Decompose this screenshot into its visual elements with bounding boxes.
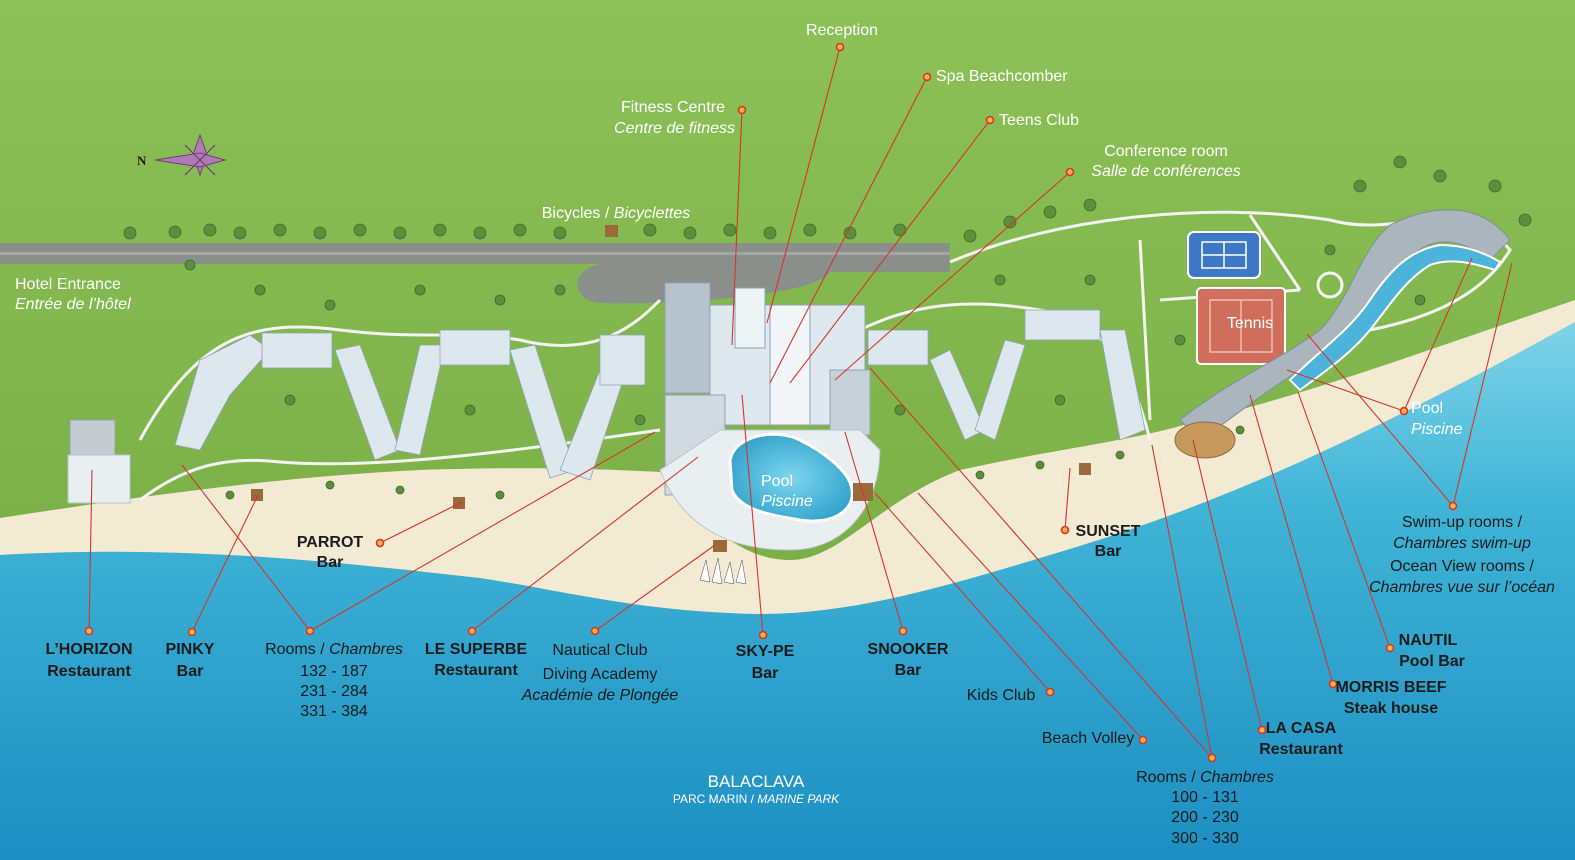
label-diving-fr: Académie de Plongée	[521, 687, 679, 704]
label-rooms2-en: Rooms /	[1136, 769, 1200, 786]
label-oceanview-fr: Chambres vue sur l’océan	[1369, 579, 1555, 596]
label-lacasa-type: Restaurant	[1259, 741, 1343, 758]
label-lacasa-name: LA CASA	[1266, 720, 1337, 737]
label-pool-fr: Piscine	[761, 493, 813, 510]
label-pool2-fr: Piscine	[1411, 421, 1463, 438]
tennis-court-blue-lines	[1201, 241, 1247, 269]
label-snooker-name: SNOOKER	[868, 641, 949, 658]
label-rooms2: Rooms / Chambres	[1136, 769, 1274, 786]
label-hotel-entrance-fr: Entrée de l’hôtel	[15, 296, 131, 313]
label-hotel-entrance-en: Hotel Entrance	[15, 276, 121, 293]
label-pool-en: Pool	[761, 473, 793, 490]
label-bicycles-fr: Bicyclettes	[614, 205, 690, 222]
label-nautical-club: Nautical Club	[552, 642, 647, 659]
label-lhorizon-name: L’HORIZON	[45, 641, 132, 658]
sea-label-title: BALACLAVA	[708, 772, 805, 791]
label-rooms1-r1: 132 - 187	[300, 663, 368, 680]
east-pool	[1288, 243, 1502, 392]
label-rooms1-r2: 231 - 284	[300, 683, 368, 700]
label-pool2-en: Pool	[1411, 400, 1443, 417]
label-rooms1-r3: 331 - 384	[300, 703, 368, 720]
label-kids-club: Kids Club	[967, 687, 1036, 704]
label-rooms2-r2: 200 - 230	[1171, 809, 1239, 826]
label-teens-club: Teens Club	[999, 112, 1079, 129]
label-nautil-type: Pool Bar	[1399, 653, 1465, 670]
label-skype-type: Bar	[752, 665, 779, 682]
label-nautil-name: NAUTIL	[1399, 632, 1458, 649]
boats	[699, 557, 747, 585]
la-casa-deck	[1174, 421, 1236, 459]
label-snooker-type: Bar	[895, 662, 922, 679]
nautical-hut	[713, 540, 727, 552]
room-wings-east	[867, 309, 1146, 441]
label-fitness-fr: Centre de fitness	[614, 120, 735, 137]
label-sunset-name: SUNSET	[1076, 523, 1141, 540]
sunset-hut	[1079, 463, 1091, 475]
label-diving-en: Diving Academy	[543, 666, 658, 683]
label-morris-type: Steak house	[1344, 700, 1438, 717]
label-rooms1-en: Rooms /	[265, 641, 329, 658]
label-fitness-en: Fitness Centre	[621, 99, 725, 116]
beach-area	[0, 300, 1575, 614]
label-beach-volley: Beach Volley	[1042, 730, 1135, 747]
main-pool	[728, 432, 854, 523]
label-rooms1: Rooms / Chambres	[265, 641, 403, 658]
pinky-hut	[251, 489, 263, 501]
label-sunset-type: Bar	[1095, 543, 1122, 560]
label-rooms2-r3: 300 - 330	[1171, 830, 1239, 847]
label-parrot-name: PARROT	[297, 534, 364, 551]
tree-line	[123, 155, 1532, 500]
label-rooms2-r1: 100 - 131	[1171, 789, 1239, 806]
compass-rose: N	[137, 133, 227, 177]
lhorizon-building	[69, 419, 116, 456]
label-rooms1-fr: Chambres	[329, 641, 403, 658]
label-oceanview-en: Ocean View rooms /	[1390, 558, 1534, 575]
label-conference-fr: Salle de conférences	[1091, 163, 1240, 180]
label-skype-name: SKY-PE	[736, 643, 795, 660]
sea-label-sub: PARC MARIN / MARINE PARK	[673, 792, 840, 806]
tennis-court-red-lines	[1209, 299, 1273, 353]
main-road	[0, 243, 950, 304]
sea-label-sub-a: PARC MARIN /	[673, 792, 757, 806]
label-rooms2-fr: Chambres	[1200, 769, 1274, 786]
bicycles-hut	[605, 225, 618, 237]
label-pinky-type: Bar	[177, 663, 204, 680]
label-spa: Spa Beachcomber	[936, 68, 1068, 85]
label-reception: Reception	[806, 22, 878, 39]
label-lesuperbe-type: Restaurant	[434, 662, 518, 679]
label-bicycles-en: Bicycles /	[542, 205, 614, 222]
lhorizon-annex	[67, 454, 131, 504]
road-divider	[0, 252, 950, 255]
label-tennis: Tennis	[1227, 315, 1273, 332]
sea-label-sub-b: MARINE PARK	[757, 792, 840, 806]
sea-area	[0, 322, 1575, 860]
leader-lines	[88, 46, 1513, 759]
label-pinky-name: PINKY	[166, 641, 215, 658]
room-wings-west	[174, 329, 646, 481]
label-lhorizon-type: Restaurant	[47, 663, 131, 680]
label-conference-en: Conference room	[1104, 143, 1228, 160]
label-swimup-fr: Chambres swim-up	[1393, 535, 1531, 552]
label-bicycles: Bicycles / Bicyclettes	[542, 205, 690, 222]
label-lesuperbe-name: LE SUPERBE	[425, 641, 528, 658]
location-markers	[84, 42, 1458, 763]
label-morris-name: MORRIS BEEF	[1335, 679, 1446, 696]
label-parrot-type: Bar	[317, 554, 344, 571]
label-swimup-en: Swim-up rooms /	[1402, 514, 1523, 531]
roundabout	[1316, 271, 1344, 299]
compass-north-label: N	[137, 153, 147, 168]
